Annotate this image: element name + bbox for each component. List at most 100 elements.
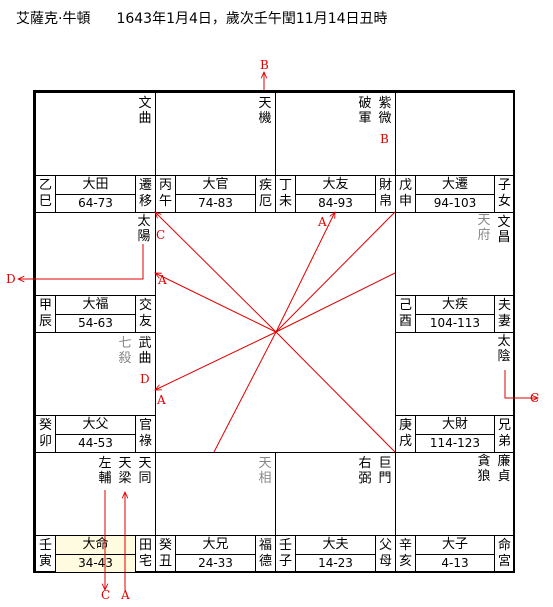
marker-b-top: B [260,58,269,72]
marker-b-wei: B [380,132,389,146]
star: 文曲 [138,96,152,126]
palace-role: 父母 [375,536,395,572]
palace-stem: 壬子 [276,536,296,572]
palace-role: 官祿 [135,416,155,452]
palace-role: 命宮 [494,536,514,572]
marker-d-wuqu: D [140,372,150,386]
decade-name: 大遷 [416,176,494,195]
palace-role: 財帛 [375,176,395,212]
palace-role: 子女 [494,176,514,212]
palace-stem: 辛亥 [396,536,416,572]
star: 天相 [258,456,272,486]
line-to-mao [155,331,277,390]
decade-name: 大子 [416,536,494,555]
star: 紫微 [378,96,392,126]
palace-role: 交友 [135,296,155,332]
decade-range: 54-63 [78,316,113,330]
line-to-wei [275,212,335,333]
decade-name: 大疾 [416,296,494,315]
palace-stem: 庚戌 [396,416,416,452]
star: 破軍 [358,96,372,126]
palace-stem: 癸卯 [36,416,56,452]
star: 廉貞 [497,454,511,484]
palace-role: 遷移 [135,176,155,212]
marker-c-sun: C [156,228,166,242]
decade-range: 114-123 [429,436,481,450]
star: 太陽 [137,214,151,244]
decade-range: 34-43 [78,556,113,570]
decade-range: 44-53 [78,436,113,450]
decade-range: 24-33 [198,556,233,570]
palace-stem: 壬寅 [36,536,56,572]
star: 天機 [258,96,272,126]
marker-a-bottom: A [121,588,130,602]
decade-range: 64-73 [78,196,113,210]
palace-role: 夫妻 [494,296,514,332]
palace-role: 兄弟 [494,416,514,452]
star: 天同 [138,456,152,486]
marker-a-wuqu: A [157,393,166,407]
decade-range: 104-113 [429,316,481,330]
star: 右弼 [358,456,372,486]
chart-title: 艾薩克·牛頓 1643年1月4日，歲次壬午閏11月14日丑時 [16,8,388,28]
palace-stem: 己酉 [396,296,416,332]
decade-name: 大友 [296,176,375,195]
decade-name: 大命 [56,536,135,555]
star: 天梁 [118,456,132,486]
star: 天府 [477,213,491,243]
decade-name: 大兄 [176,536,255,555]
person-name: 艾薩克·牛頓 [16,11,91,27]
star: 七殺 [118,336,132,366]
decade-range: 74-83 [198,196,233,210]
line-to-xu [275,331,396,453]
star: 左輔 [98,456,112,486]
arrow-left-d [18,244,144,279]
arrow-right-c [504,370,538,398]
palace-stem: 甲辰 [36,296,56,332]
birth-date: 1643年1月4日，歲次壬午閏11月14日丑時 [116,11,388,27]
decade-range: 84-93 [318,196,353,210]
decade-range: 14-23 [318,556,353,570]
star: 巨門 [378,456,392,486]
decade-name: 大官 [176,176,255,195]
decade-name: 大田 [56,176,135,195]
line-to-you [275,272,396,333]
decade-range: 94-103 [433,196,477,210]
palace-stem: 丙午 [156,176,176,212]
marker-a-sun: A [158,273,167,287]
line-to-chou [213,331,277,453]
decade-name: 大福 [56,296,135,315]
line-to-chen-a [155,273,277,333]
line-to-shen [275,211,396,333]
palace-stem: 乙巳 [36,176,56,212]
marker-a-center: A [318,215,327,229]
decade-name: 大財 [416,416,494,435]
palace-role: 疾厄 [255,176,275,212]
palace-stem: 戊申 [396,176,416,212]
line-to-chen [155,212,277,333]
palace-stem: 丁未 [276,176,296,212]
star: 武曲 [138,336,152,366]
marker-c-right: C [530,391,540,405]
decade-name: 大夫 [296,536,375,555]
palace-stem: 癸丑 [156,536,176,572]
